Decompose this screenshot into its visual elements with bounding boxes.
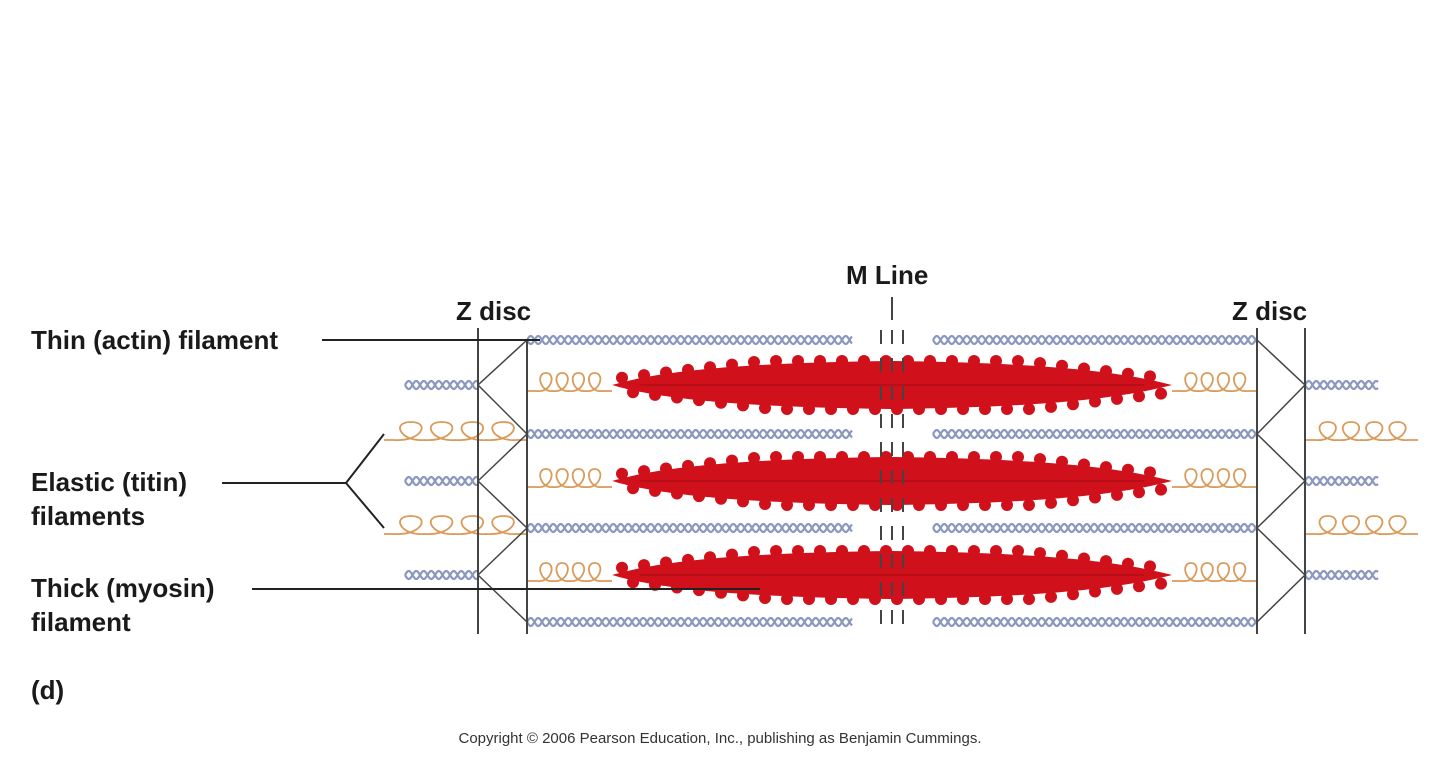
titin-left-3 <box>527 562 612 582</box>
z-disc-left-link <box>477 480 528 529</box>
actin-filament-left-1 <box>526 334 853 346</box>
actin-stub-left-2 <box>404 475 479 487</box>
elastic-leader-branch-up <box>345 433 385 484</box>
titin-left-2 <box>527 468 612 488</box>
titin-outer-right-2 <box>1305 515 1418 535</box>
leader-lines <box>222 339 760 590</box>
elastic-leader-branch-down <box>345 482 385 529</box>
thick-filament-label-line2: filament <box>31 607 131 637</box>
z-disc-right-link <box>1256 384 1306 435</box>
actin-stub-right-1 <box>1304 379 1379 391</box>
z-disc-left-link <box>477 384 528 435</box>
z-disc-left-link <box>477 339 528 386</box>
z-disc-left-label: Z disc <box>456 296 532 326</box>
actin-stub-left-1 <box>404 379 479 391</box>
actin-filament-right-2 <box>932 428 1258 440</box>
thick-filament-label-line1: Thick (myosin) <box>31 573 215 603</box>
actin-filament-left-2 <box>526 428 853 440</box>
actin-filament-right-1 <box>932 334 1258 346</box>
titin-outer-left-2 <box>384 515 527 535</box>
titin-right-3 <box>1172 562 1257 582</box>
myosin-filament-1 <box>612 355 1172 415</box>
z-disc-left-link <box>477 574 528 623</box>
elastic-filaments-label-line1: Elastic (titin) <box>31 467 188 497</box>
actin-stub-right-3 <box>1304 569 1379 581</box>
elastic-filaments-label-line2: filaments <box>31 501 146 531</box>
actin-stub-right-2 <box>1304 475 1379 487</box>
m-line-label: M Line <box>846 260 929 290</box>
actin-filament-left-4 <box>526 616 853 628</box>
z-disc-left-link <box>477 433 528 482</box>
z-discs <box>477 328 1306 634</box>
z-disc-right-link <box>1256 480 1306 529</box>
myosin-filaments <box>612 355 1172 605</box>
actin-filaments <box>404 334 1379 628</box>
z-disc-right-link <box>1256 339 1306 386</box>
myosin-filament-3 <box>612 545 1172 605</box>
z-disc-left-link <box>477 527 528 576</box>
actin-filament-left-3 <box>526 522 853 534</box>
z-disc-right-link <box>1256 574 1306 623</box>
m-line <box>880 297 904 636</box>
actin-filament-right-3 <box>932 522 1258 534</box>
thin-filament-label: Thin (actin) filament <box>31 325 278 355</box>
actin-filament-right-4 <box>932 616 1258 628</box>
actin-stub-left-3 <box>404 569 479 581</box>
titin-right-1 <box>1172 372 1257 392</box>
z-disc-right-label: Z disc <box>1232 296 1308 326</box>
titin-left-1 <box>527 372 612 392</box>
panel-label: (d) <box>31 675 65 705</box>
copyright-notice: Copyright © 2006 Pearson Education, Inc.… <box>458 730 982 747</box>
titin-right-2 <box>1172 468 1257 488</box>
z-disc-right-link <box>1256 433 1306 482</box>
titin-filaments <box>384 372 1418 582</box>
titin-outer-right-1 <box>1305 421 1418 441</box>
titin-outer-left-1 <box>384 421 527 441</box>
z-disc-right-link <box>1256 527 1306 576</box>
